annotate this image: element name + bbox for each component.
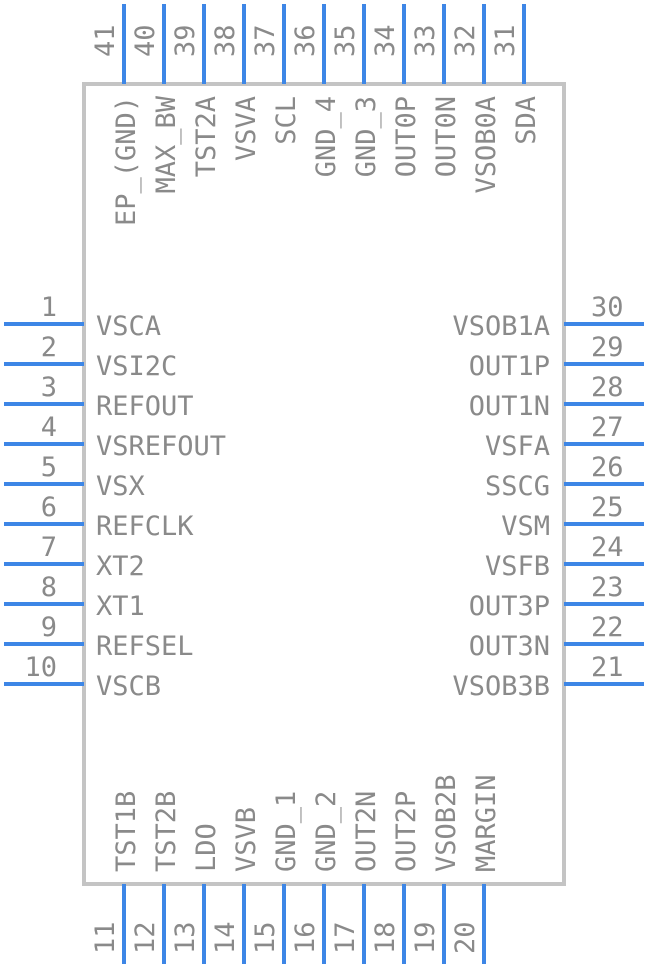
- pin-number-19: 19: [410, 921, 441, 954]
- pin-label-17: OUT2N: [351, 791, 382, 872]
- pin-label-8: XT1: [96, 591, 145, 622]
- pin-number-34: 34: [370, 24, 401, 57]
- pin-label-41: EP_(GND): [111, 96, 142, 226]
- pin-label-28: OUT1N: [469, 391, 550, 422]
- pin-number-35: 35: [330, 24, 361, 57]
- pin-label-18: OUT2P: [391, 791, 422, 872]
- pin-label-22: OUT3N: [469, 631, 550, 662]
- bottom-pin-group: 11 TST1B 12 TST2B 13 LDO 14 VSVB 15 GND_1 16 GND_2 1…: [90, 774, 502, 964]
- pin-label-38: VSVA: [231, 96, 262, 161]
- pin-label-9: REFSEL: [96, 631, 194, 662]
- pin-number-1: 1: [41, 292, 57, 323]
- pin-number-37: 37: [250, 24, 281, 57]
- pin-number-16: 16: [290, 921, 321, 954]
- pin-label-14: VSVB: [231, 807, 262, 872]
- pin-label-10: VSCB: [96, 671, 161, 702]
- pin-number-22: 22: [591, 612, 624, 643]
- pin-label-34: OUT0P: [391, 96, 422, 177]
- pin-label-5: VSX: [96, 471, 145, 502]
- pin-label-27: VSFA: [485, 431, 550, 462]
- pin-number-30: 30: [591, 292, 624, 323]
- pin-label-16: GND_2: [311, 791, 342, 872]
- pin-label-2: VSI2C: [96, 351, 177, 382]
- pin-number-3: 3: [41, 372, 57, 403]
- pin-label-40: MAX_BW: [151, 95, 182, 193]
- pin-number-2: 2: [41, 332, 57, 363]
- pin-label-7: XT2: [96, 551, 145, 582]
- pin-number-14: 14: [210, 921, 241, 954]
- pin-label-4: VSREFOUT: [96, 431, 226, 462]
- pin-number-17: 17: [330, 921, 361, 954]
- pin-number-12: 12: [130, 921, 161, 954]
- pin-number-15: 15: [250, 921, 281, 954]
- pin-number-31: 31: [490, 24, 521, 57]
- pin-label-21: VSOB3B: [452, 671, 550, 702]
- pin-label-35: GND_3: [351, 96, 382, 177]
- pin-label-26: SSCG: [485, 471, 550, 502]
- pin-label-6: REFCLK: [96, 511, 194, 542]
- pin-number-33: 33: [410, 24, 441, 57]
- pin-label-19: VSOB2B: [431, 774, 462, 872]
- pin-label-11: TST1B: [111, 791, 142, 872]
- pin-label-32: VSOB0A: [471, 96, 502, 194]
- pin-label-25: VSM: [501, 511, 550, 542]
- pin-label-12: TST2B: [151, 791, 182, 872]
- pin-label-37: SCL: [271, 96, 302, 145]
- pin-number-28: 28: [591, 372, 624, 403]
- pin-number-8: 8: [41, 572, 57, 603]
- pin-label-15: GND_1: [271, 791, 302, 872]
- pin-number-26: 26: [591, 452, 624, 483]
- pin-label-31: SDA: [511, 96, 542, 145]
- pin-label-36: GND_4: [311, 96, 342, 177]
- pin-number-9: 9: [41, 612, 57, 643]
- pin-number-10: 10: [24, 652, 57, 683]
- pin-label-13: LDO: [191, 823, 222, 872]
- pin-number-11: 11: [90, 921, 121, 954]
- pin-label-20: MARGIN: [471, 774, 502, 872]
- pin-label-39: TST2A: [191, 96, 222, 177]
- pin-label-3: REFOUT: [96, 391, 194, 422]
- pin-number-41: 41: [90, 24, 121, 57]
- pin-label-33: OUT0N: [431, 96, 462, 177]
- pin-number-36: 36: [290, 24, 321, 57]
- pin-number-38: 38: [210, 24, 241, 57]
- pin-number-20: 20: [450, 921, 481, 954]
- pin-number-39: 39: [170, 24, 201, 57]
- pin-number-24: 24: [591, 532, 624, 563]
- pin-number-18: 18: [370, 921, 401, 954]
- pin-number-13: 13: [170, 921, 201, 954]
- pin-label-29: OUT1P: [469, 351, 550, 382]
- pin-label-1: VSCA: [96, 311, 161, 342]
- pin-label-23: OUT3P: [469, 591, 550, 622]
- pin-number-6: 6: [41, 492, 57, 523]
- pin-number-21: 21: [591, 652, 624, 683]
- pin-number-25: 25: [591, 492, 624, 523]
- pin-number-7: 7: [41, 532, 57, 563]
- pin-number-40: 40: [130, 24, 161, 57]
- pin-number-23: 23: [591, 572, 624, 603]
- pin-number-27: 27: [591, 412, 624, 443]
- pin-number-32: 32: [450, 24, 481, 57]
- pin-label-30: VSOB1A: [452, 311, 550, 342]
- pin-number-4: 4: [41, 412, 57, 443]
- pin-label-24: VSFB: [485, 551, 550, 582]
- pin-number-5: 5: [41, 452, 57, 483]
- pin-number-29: 29: [591, 332, 624, 363]
